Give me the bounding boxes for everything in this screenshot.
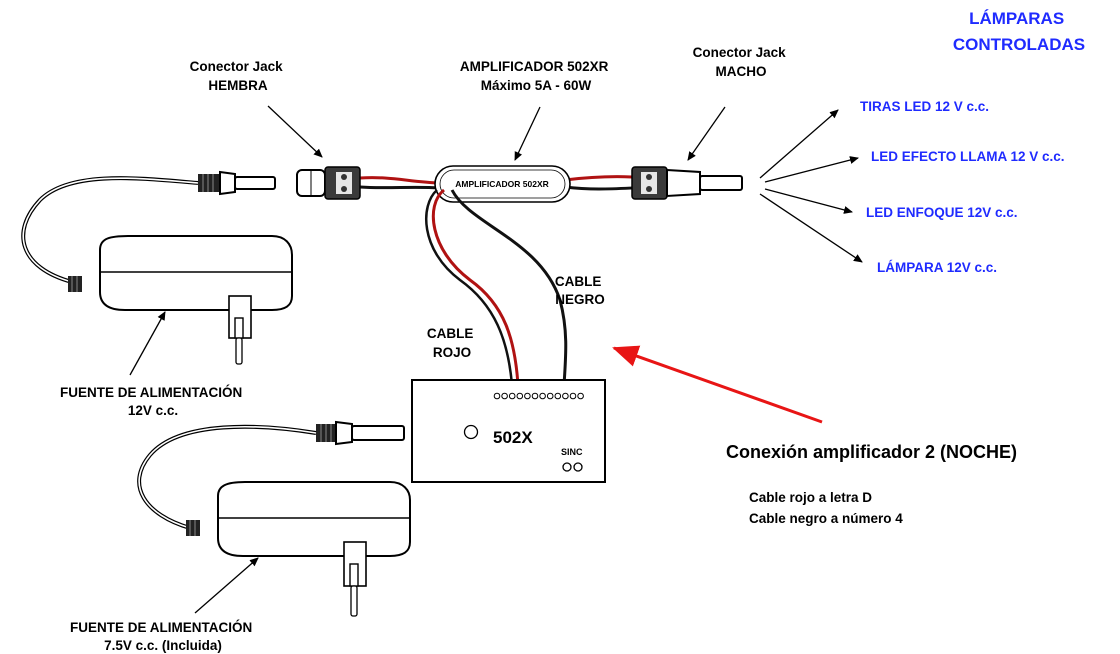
terminal-hole [501, 392, 508, 400]
terminal-hole [577, 392, 584, 400]
terminal-hole [562, 392, 569, 400]
terminal-hole [516, 392, 524, 400]
psu-12v [68, 235, 293, 365]
sinc-port-1 [562, 462, 572, 472]
sinc-label: SINC [561, 447, 583, 457]
terminal-hole [539, 392, 546, 400]
controller-button [463, 424, 479, 440]
lamp-item-led-llama: LED EFECTO LLAMA 12 V c.c. [871, 149, 1065, 164]
cable-red-label: CABLE ROJO [427, 326, 477, 360]
psu-75v-label: FUENTE DE ALIMENTACIÓN 7.5V c.c. (Inclui… [70, 620, 256, 653]
amplifier-502xr: AMPLIFICADOR 502XR [434, 165, 571, 203]
cable-black-label: CABLE NEGRO [555, 274, 605, 307]
terminal-hole [493, 392, 501, 400]
main-cable-run [359, 175, 633, 191]
terminal-hole [554, 392, 562, 400]
male-jack-connector [631, 166, 743, 200]
sinc-port-2 [573, 462, 583, 472]
lamp-item-led-enfoque: LED ENFOQUE 12V c.c. [866, 205, 1018, 220]
terminal-hole [508, 392, 516, 400]
psu-12v-label: FUENTE DE ALIMENTACIÓN 12V c.c. [60, 385, 246, 418]
terminal-row [493, 392, 584, 400]
amplifier-label: AMPLIFICADOR 502XR Máximo 5A - 60W [460, 59, 612, 93]
terminal-hole [569, 392, 577, 400]
lamp-item-tiras-led: TIRAS LED 12 V c.c. [860, 99, 989, 114]
psu-75v-plug [137, 420, 405, 530]
jack-female-label: Conector Jack HEMBRA [190, 59, 287, 93]
controller-label: 502X [493, 428, 533, 447]
amplifier-to-controller-wires [425, 188, 568, 386]
red-pointer-arrow [612, 345, 823, 424]
lamps-title: LÁMPARAS CONTROLADAS [953, 9, 1085, 54]
terminal-hole [546, 392, 554, 400]
amplifier-body-label: AMPLIFICADOR 502XR [455, 179, 549, 189]
terminal-hole [524, 392, 531, 400]
psu-12v-plug [21, 170, 276, 284]
connection-instructions: Cable rojo a letra D Cable negro a númer… [749, 490, 903, 526]
psu-75v [186, 481, 411, 617]
label-arrows [129, 105, 863, 614]
terminal-hole [531, 392, 539, 400]
connection-title: Conexión amplificador 2 (NOCHE) [726, 442, 1017, 462]
controller-502x: 502X SINC [411, 379, 606, 483]
female-jack-connector [296, 166, 361, 200]
lamp-item-lampara: LÁMPARA 12V c.c. [877, 260, 997, 275]
jack-male-label: Conector Jack MACHO [693, 45, 790, 79]
